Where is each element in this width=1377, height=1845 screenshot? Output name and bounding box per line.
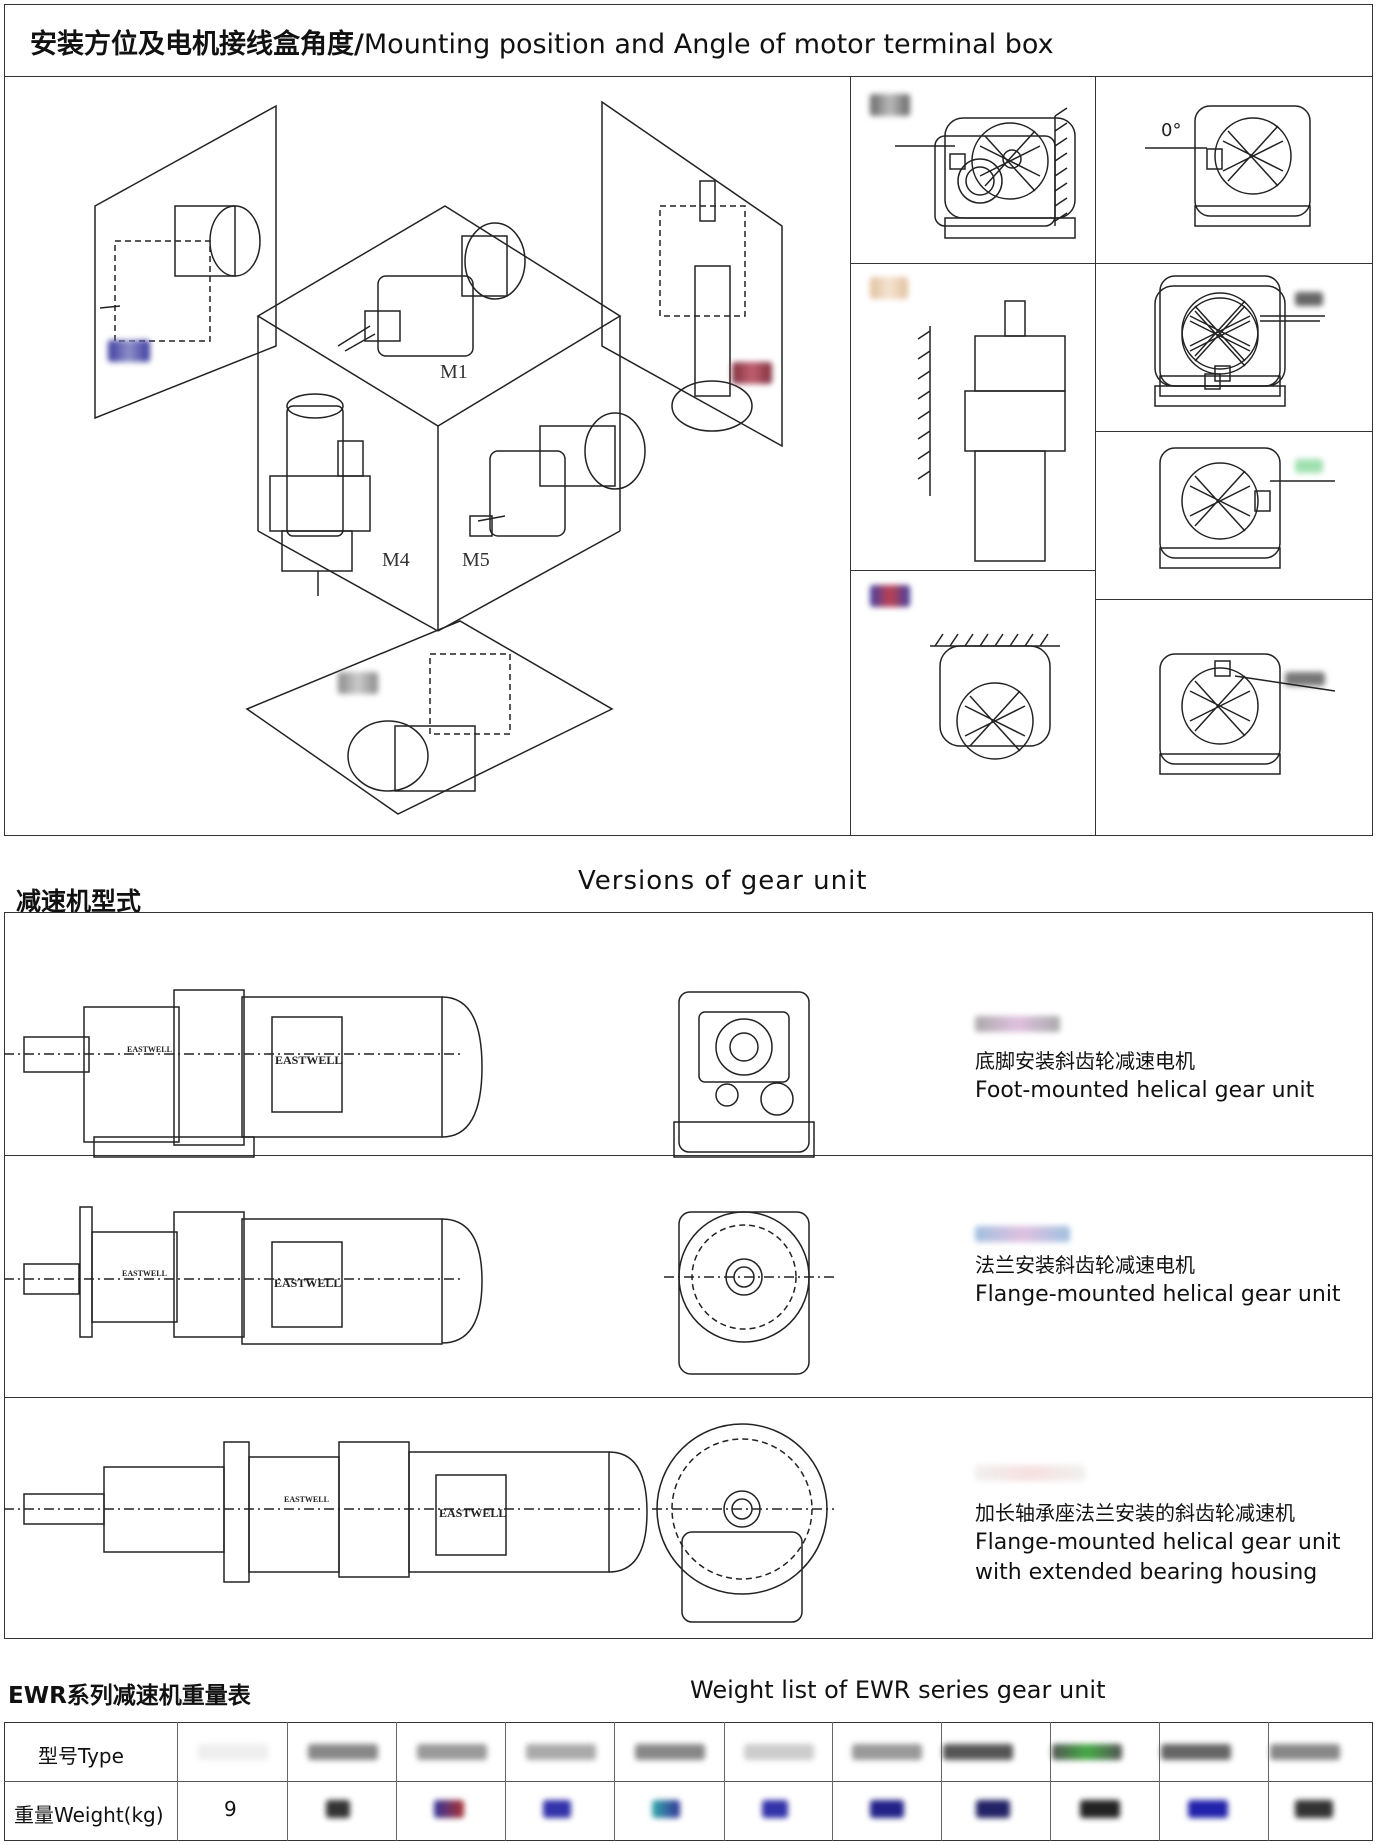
angle-badge-3 <box>1295 459 1323 473</box>
weights-table-columns <box>4 1722 1373 1841</box>
angle-label-0: 0° <box>1161 120 1181 141</box>
versions-section <box>4 912 1373 1639</box>
type-cell-8 <box>943 1744 1013 1760</box>
type-cell-6 <box>744 1744 814 1760</box>
mounting-title-divider <box>4 76 1373 77</box>
row1-desc-cn: 底脚安装斜齿轮减速电机 <box>975 1049 1195 1073</box>
mounting-section <box>4 4 1373 836</box>
position-badge-bottom <box>338 672 378 694</box>
weights-title-en: Weight list of EWR series gear unit <box>690 1676 1106 1704</box>
row1-desc-en: Foot-mounted helical gear unit <box>975 1078 1315 1103</box>
type-cell-2 <box>308 1744 378 1760</box>
weight-value-1: 9 <box>224 1797 237 1821</box>
row-weight-label: 重量Weight(kg) <box>14 1803 164 1827</box>
row3-code-badge <box>975 1465 1085 1481</box>
type-cell-5 <box>635 1744 705 1760</box>
weight-cell-4 <box>543 1800 571 1818</box>
type-cell-7 <box>852 1744 922 1760</box>
row1-brand-small: EASTWELL <box>127 1045 172 1054</box>
cube-label-m1: M1 <box>440 361 468 383</box>
cube-label-m5: M5 <box>462 549 490 571</box>
mounting-right-column-drawings: 0° <box>1145 105 1336 775</box>
row3-brand-small: EASTWELL <box>284 1495 329 1504</box>
row2-desc-en: Flange-mounted helical gear unit <box>975 1282 1341 1307</box>
type-cell-9 <box>1052 1744 1122 1760</box>
weight-cell-3 <box>434 1800 464 1818</box>
type-cell-3 <box>417 1744 487 1760</box>
weight-cell-11 <box>1295 1800 1333 1818</box>
row3-desc-en-2: with extended bearing housing <box>975 1560 1318 1585</box>
weights-title-cn: EWR系列减速机重量表 <box>8 1683 251 1709</box>
weight-cell-7 <box>870 1800 904 1818</box>
versions-divider-1 <box>4 1155 1373 1156</box>
mounting-grid-hline-2 <box>1095 431 1373 432</box>
versions-divider-2 <box>4 1397 1373 1398</box>
row3-desc-en-1: Flange-mounted helical gear unit <box>975 1530 1341 1555</box>
mounting-grid-vline-1 <box>850 76 851 836</box>
versions-drawings: EASTWELL EASTWELL EASTWELL EASTWELL EAST… <box>4 989 834 1623</box>
versions-title-cn: 减速机型式 <box>16 887 142 916</box>
row3-description: 加长轴承座法兰安装的斜齿轮减速机 Flange-mounted helical … <box>975 1498 1341 1588</box>
mounting-title-en: Mounting position and Angle of motor ter… <box>363 29 1054 60</box>
position-badge-right <box>732 362 772 384</box>
row1-brand-motor: EASTWELL <box>275 1053 342 1067</box>
versions-title-en: Versions of gear unit <box>578 866 868 896</box>
position-badge-grid-1 <box>870 94 910 116</box>
mounting-grid-hline-3 <box>850 570 1095 571</box>
type-cell-1 <box>198 1744 268 1760</box>
row1-description: 底脚安装斜齿轮减速电机 Foot-mounted helical gear un… <box>975 1046 1314 1106</box>
row3-brand-motor: EASTWELL <box>439 1506 506 1520</box>
type-cell-4 <box>526 1744 596 1760</box>
row2-code-badge <box>975 1226 1070 1242</box>
mounting-title-cn: 安装方位及电机接线盒角度/ <box>30 29 364 60</box>
row2-brand-small: EASTWELL <box>122 1269 167 1278</box>
weight-cell-6 <box>762 1800 788 1818</box>
cube-label-m4: M4 <box>382 549 410 571</box>
row2-description: 法兰安装斜齿轮减速电机 Flange-mounted helical gear … <box>975 1250 1341 1310</box>
weight-cell-5 <box>652 1800 680 1818</box>
type-cell-10 <box>1161 1744 1231 1760</box>
weight-cell-8 <box>976 1800 1010 1818</box>
type-cell-11 <box>1270 1744 1340 1760</box>
row2-brand-motor: EASTWELL <box>274 1276 341 1290</box>
angle-badge-2 <box>1295 292 1323 306</box>
mounting-cube-drawing: M1 M4 M5 <box>94 100 783 815</box>
weights-table-row-divider <box>4 1781 1373 1782</box>
mounting-grid-vline-2 <box>1095 76 1096 836</box>
mounting-grid-hline-1 <box>850 263 1373 264</box>
angle-badge-4 <box>1285 672 1325 686</box>
position-badge-grid-2 <box>870 277 908 299</box>
position-badge-left <box>108 340 150 362</box>
row2-desc-cn: 法兰安装斜齿轮减速电机 <box>975 1253 1195 1277</box>
mounting-grid-hline-4 <box>1095 599 1373 600</box>
position-badge-grid-3 <box>870 585 910 607</box>
row1-code-badge <box>975 1016 1060 1032</box>
row3-desc-cn: 加长轴承座法兰安装的斜齿轮减速机 <box>975 1501 1295 1525</box>
weight-cell-9 <box>1080 1800 1120 1818</box>
weight-cell-10 <box>1188 1800 1228 1818</box>
mounting-title: 安装方位及电机接线盒角度/Mounting position and Angle… <box>30 22 1054 61</box>
row-type-label: 型号Type <box>38 1744 124 1768</box>
weight-cell-2 <box>326 1800 350 1818</box>
